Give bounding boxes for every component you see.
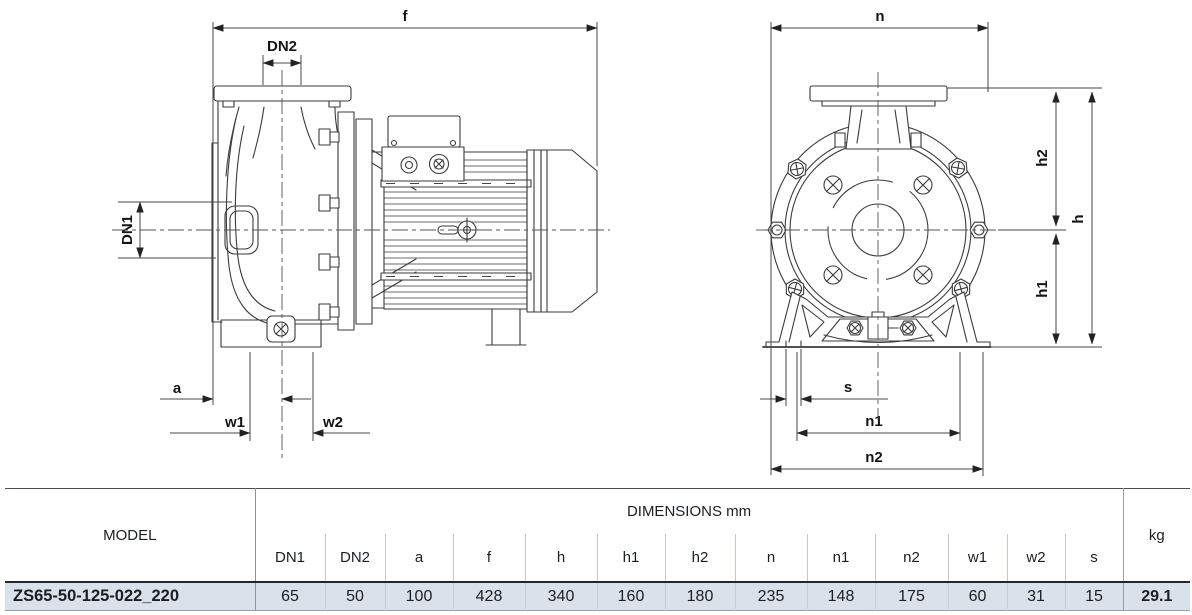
centerlines [112,70,1000,458]
value-a: 100 [384,582,453,611]
col-header-f: f [452,534,525,582]
col-header-n1: n1 [806,534,875,582]
dimensions-header: DIMENSIONS mm [626,503,752,520]
side-view [211,85,598,348]
discharge-flange [213,85,352,102]
dimensions-table: MODEL DIMENSIONS mm kg DN1 DN2 a f h h1 … [5,488,1191,611]
value-w2: 31 [1006,582,1065,611]
dim-label-h2: h2 [1034,149,1051,167]
dim-label-a: a [173,380,182,397]
pump-stand [762,291,992,348]
terminal-box [381,146,465,182]
col-header-s: s [1064,534,1124,582]
col-header-h: h [524,534,597,582]
flange-bolts [318,128,340,321]
value-n: 235 [734,582,807,611]
dim-label-w1: w1 [224,414,245,431]
table-header-row-2: DN1 DN2 a f h h1 h2 n n1 n2 w1 w2 s [5,534,1190,582]
table-header-row-1: MODEL DIMENSIONS mm kg [5,488,1191,582]
terminal-box-lid [387,115,461,148]
value-n2: 175 [874,582,948,611]
value-f: 428 [452,582,525,611]
col-header-w2: w2 [1006,534,1065,582]
col-header-dn1: DN1 [274,549,305,566]
dim-label-n2: n2 [865,449,883,466]
discharge-pedestal [845,105,912,150]
col-header-w1: w1 [947,534,1007,582]
pump-dimensional-drawing: f DN2 DN1 a w1 w2 n h2 h1 h [112,8,1102,476]
dim-label-n1: n1 [865,413,883,430]
value-w1: 60 [947,582,1007,611]
cable-gland [400,156,418,174]
dim-label-s: s [844,379,852,396]
adapter-plate [337,111,355,331]
col-header-n2: n2 [874,534,948,582]
col-header-dn2: DN2 [324,534,385,582]
value-n1: 148 [806,582,875,611]
col-header-h2: h2 [664,534,735,582]
col-header-n: n [734,534,807,582]
dim-label-f: f [403,8,409,25]
cable-gland [428,153,450,175]
value-kg: 29.1 [1122,582,1191,611]
dim-label-dn2: DN2 [267,38,297,55]
model-header: MODEL [5,488,256,582]
dim-label-w2: w2 [322,414,343,431]
discharge-flange-front [809,85,948,102]
value-s: 15 [1064,582,1124,611]
value-dn2: 50 [324,582,385,611]
dim-label-h: h [1070,214,1087,223]
kg-header: kg [1122,488,1191,582]
dim-label-h1: h1 [1034,280,1051,298]
casing-bolts [823,175,933,285]
table-data-row: ZS65-50-125-022_220 65 50 100 428 340 16… [5,582,1191,611]
value-h2: 180 [664,582,735,611]
front-view [762,85,992,348]
motor-foot [491,308,521,346]
dim-label-n: n [875,8,884,25]
dimension-lines: f DN2 DN1 a w1 w2 n h2 h1 h [118,8,1102,476]
value-h: 340 [524,582,597,611]
col-header-a: a [384,534,453,582]
value-dn1: 65 [254,582,325,611]
value-h1: 160 [596,582,665,611]
fan-cover [540,149,598,313]
col-header-h1: h1 [596,534,665,582]
model-cell: ZS65-50-125-022_220 [5,582,256,611]
